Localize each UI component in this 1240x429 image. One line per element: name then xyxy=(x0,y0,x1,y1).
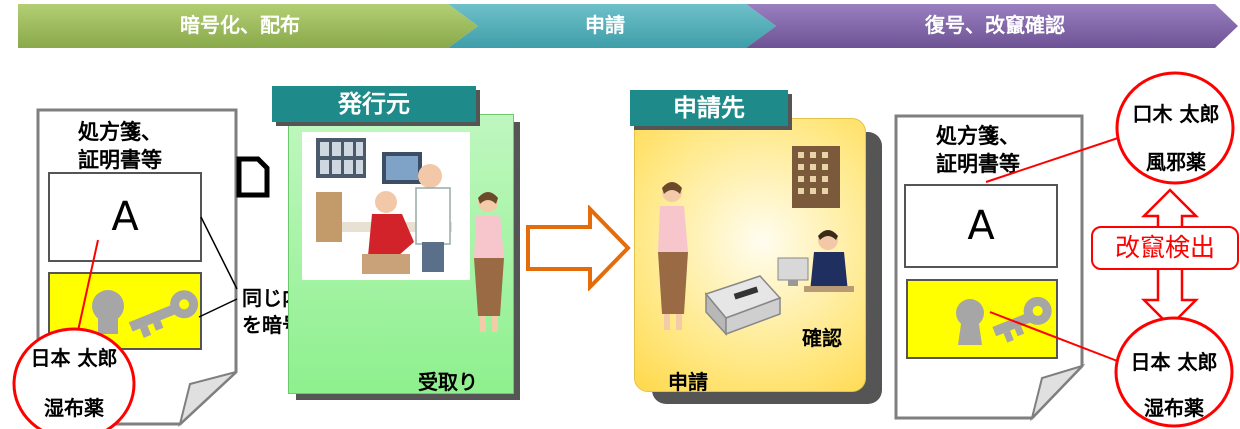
right-document-title-line1: 処方箋、 xyxy=(936,124,1020,148)
keyhole-key-icon xyxy=(956,296,1052,345)
bottom-stamp-name: 日本 太郎 xyxy=(1130,350,1218,374)
issuer-receive-label: 受取り xyxy=(418,370,478,394)
flow-step-encrypt-shape xyxy=(18,4,478,48)
left-document-title-line2: 証明書等 xyxy=(78,148,162,172)
scanner-device-icon xyxy=(704,275,782,336)
patient-woman-figure xyxy=(474,192,504,332)
applicant-tab: 申請先 xyxy=(630,90,788,126)
right-content-box: A xyxy=(904,184,1058,268)
left-document-title-line1: 処方箋、 xyxy=(78,120,162,144)
doctor-consultation-illustration xyxy=(302,132,470,280)
right-document-title-line2: 証明書等 xyxy=(936,152,1020,176)
applicant-confirm-label: 確認 xyxy=(802,326,842,350)
tamper-detection-graphic xyxy=(985,71,1235,428)
issuer-tab: 発行元 xyxy=(272,86,476,122)
top-stamp-item: 風邪薬 xyxy=(1146,150,1206,174)
left-signature-stamp xyxy=(12,239,136,429)
left-stamp-name: 日本 太郎 xyxy=(30,346,118,370)
clerk-at-desk-figure xyxy=(777,230,854,292)
flow-step-decrypt-label: 復号、改竄確認 xyxy=(925,13,1065,37)
flow-step-decrypt-shape xyxy=(746,4,1238,48)
process-flow-bar xyxy=(18,4,1238,48)
applicant-woman-figure xyxy=(658,182,688,330)
document-icon xyxy=(236,156,270,198)
applicant-apply-label: 申請 xyxy=(668,370,708,394)
tamper-detected-label: 改竄検出 xyxy=(1091,226,1239,270)
top-stamp-name: 口木 太郎 xyxy=(1132,102,1220,126)
flow-step-apply-shape xyxy=(448,4,776,48)
office-building-icon xyxy=(792,146,840,208)
key-icon xyxy=(92,290,199,338)
bottom-stamp-item: 湿布薬 xyxy=(1144,396,1204,420)
left-stamp-item: 湿布薬 xyxy=(44,396,104,420)
encrypt-connector-lines xyxy=(198,216,238,318)
right-decrypted-key-box xyxy=(906,279,1058,359)
submit-arrow xyxy=(526,205,631,291)
flow-step-apply-label: 申請 xyxy=(585,13,625,37)
flow-step-encrypt-label: 暗号化、配布 xyxy=(180,13,300,37)
